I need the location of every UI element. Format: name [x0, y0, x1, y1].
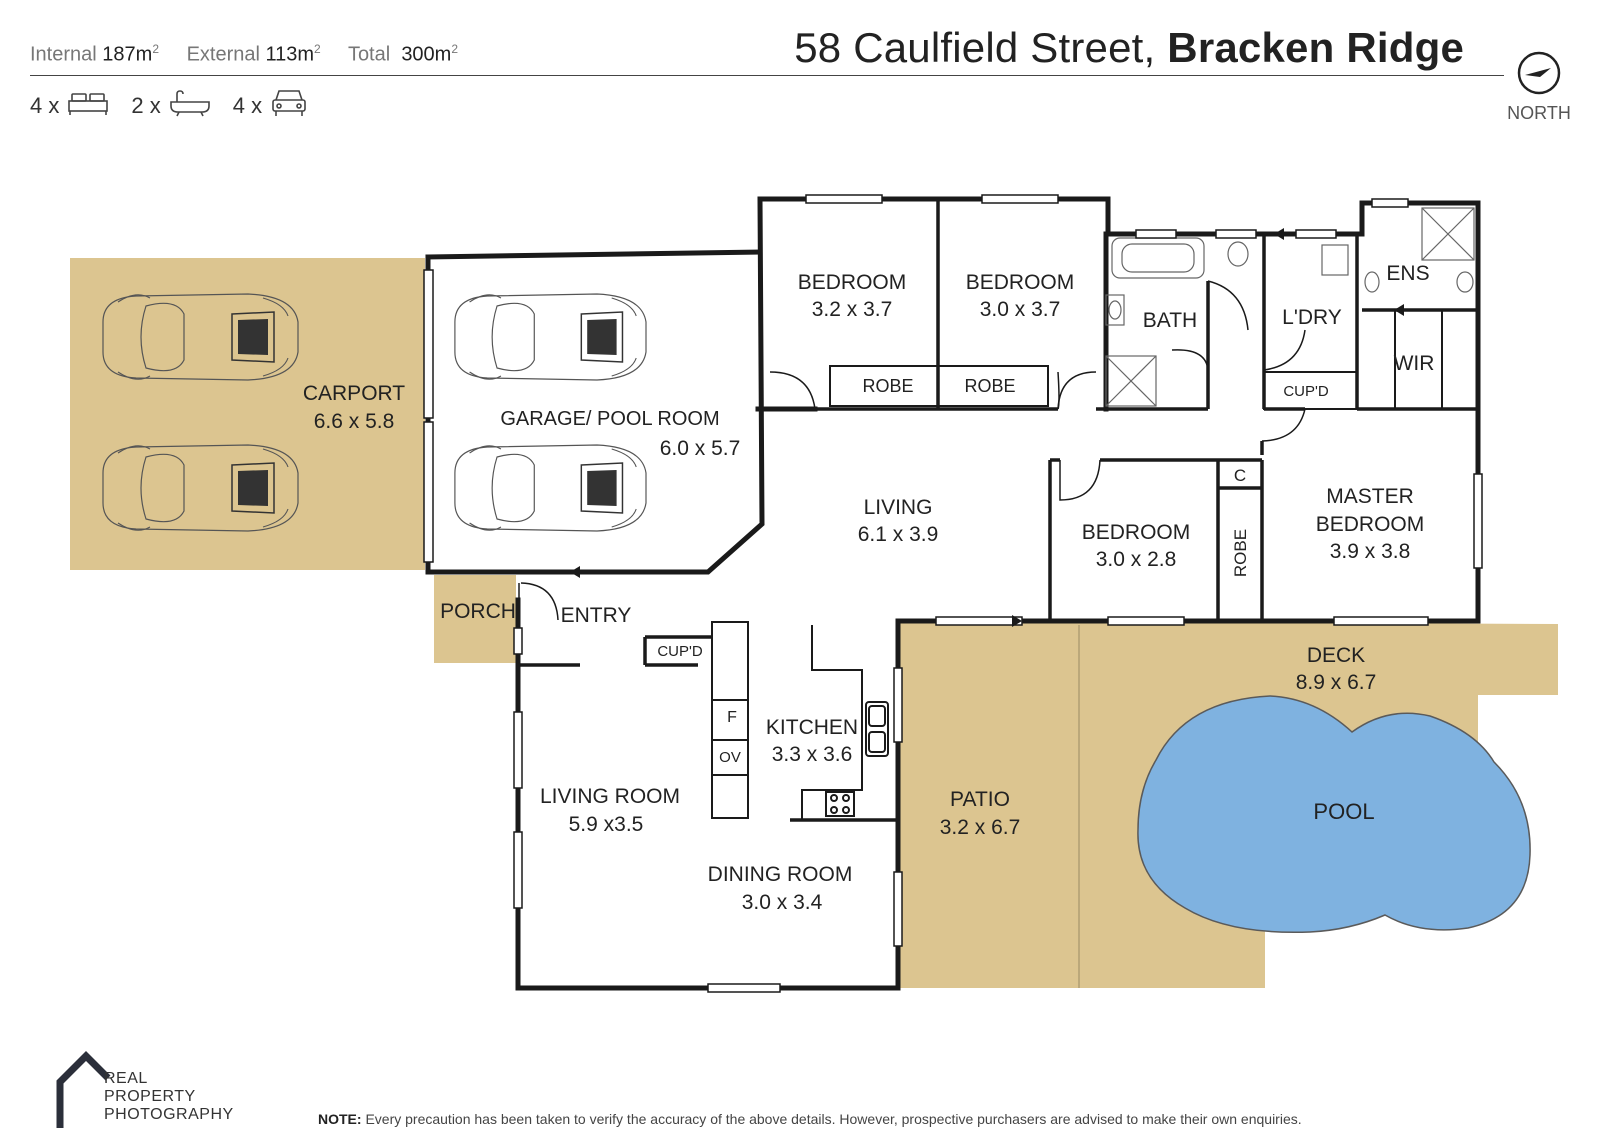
master-bedroom-label-2: BEDROOM — [1316, 513, 1425, 536]
bathtub-icon — [169, 89, 211, 123]
bedroom-3-size: 3.0 x 2.8 — [1096, 548, 1177, 571]
car-drawing — [454, 444, 647, 532]
car-count: 4 x — [232, 93, 263, 118]
bedroom-1-label: BEDROOM — [798, 271, 907, 294]
bath-label: BATH — [1143, 309, 1197, 332]
deck-label: DECK — [1307, 644, 1365, 667]
north-indicator: NORTH — [1507, 50, 1571, 124]
garage-label: GARAGE/ POOL ROOM — [500, 408, 719, 430]
ensuite-label: ENS — [1386, 262, 1429, 285]
kitchen-size: 3.3 x 3.6 — [772, 743, 853, 766]
living-room-size: 5.9 x3.5 — [569, 813, 644, 836]
address-suburb: Bracken Ridge — [1167, 24, 1464, 71]
external-area-value: 113m — [265, 43, 315, 66]
kitchen-benches — [711, 621, 889, 820]
master-bedroom-label-1: MASTER — [1326, 485, 1414, 508]
master-bedroom-size: 3.9 x 3.8 — [1330, 540, 1411, 563]
area-summary: Internal 187m2 External 113m2 Total 300m… — [30, 42, 459, 66]
robe-3-label: ROBE — [1231, 529, 1250, 577]
bedroom-1-size: 3.2 x 3.7 — [812, 298, 893, 321]
patio-size: 3.2 x 6.7 — [940, 816, 1021, 839]
linen-cupboard-label: C — [1234, 466, 1246, 485]
robe-1-label: ROBE — [862, 376, 913, 396]
robe-2-label: ROBE — [964, 376, 1015, 396]
north-label: NORTH — [1507, 103, 1571, 123]
entry-cupboard-label: CUP'D — [657, 643, 703, 660]
internal-area-label: Internal — [30, 43, 97, 66]
entry-label: ENTRY — [561, 604, 632, 627]
robes — [829, 310, 1443, 622]
bedroom-2-size: 3.0 x 3.7 — [980, 298, 1061, 321]
pool-label: POOL — [1313, 799, 1374, 824]
car-icon — [270, 88, 308, 124]
living-label: LIVING — [864, 496, 933, 519]
internal-area-value: 187m — [102, 43, 153, 66]
fridge-label: F — [727, 709, 737, 726]
living-room-label: LIVING ROOM — [540, 785, 680, 808]
house-logo-icon — [56, 1051, 111, 1128]
door-swings — [518, 280, 1306, 621]
bed-icon — [67, 89, 109, 123]
garage-door — [423, 269, 434, 563]
bathroom-count: 2 x — [131, 93, 161, 118]
laundry-label: L'DRY — [1282, 306, 1342, 329]
feature-counts: 4 x 2 x 4 x — [30, 88, 330, 124]
bedroom-3-label: BEDROOM — [1082, 521, 1191, 544]
deck-size: 8.9 x 6.7 — [1296, 671, 1377, 694]
oven-label: OV — [719, 749, 741, 766]
carport-label: CARPORT — [303, 382, 405, 405]
garage-size: 6.0 x 5.7 — [660, 437, 741, 460]
entry-arrows — [570, 228, 1420, 627]
total-area-value: 300m — [401, 43, 452, 66]
external-area-label: External — [186, 43, 260, 66]
note-text: Every precaution has been taken to verif… — [365, 1111, 1302, 1127]
note-label: NOTE: — [318, 1111, 362, 1127]
carport-area — [70, 258, 425, 570]
wir-label: WIR — [1394, 352, 1435, 375]
company-logo-text: REAL PROPERTY PHOTOGRAPHY — [104, 1070, 234, 1123]
address-street: 58 Caulfield Street, — [794, 24, 1156, 71]
total-area-label: Total — [347, 43, 391, 66]
disclaimer-note: NOTE: Every precaution has been taken to… — [318, 1111, 1302, 1127]
header-divider — [30, 75, 1504, 76]
car-drawing — [454, 293, 647, 381]
pool — [1137, 695, 1531, 934]
laundry-cupboard-label: CUP'D — [1283, 383, 1329, 400]
property-address: 58 Caulfield Street, Bracken Ridge — [794, 24, 1464, 72]
dining-room-label: DINING ROOM — [708, 863, 853, 886]
porch-label: PORCH — [440, 600, 516, 623]
dining-room-size: 3.0 x 3.4 — [742, 891, 823, 914]
living-size: 6.1 x 3.9 — [858, 523, 939, 546]
bedroom-count: 4 x — [30, 93, 60, 118]
bedroom-2-label: BEDROOM — [966, 271, 1075, 294]
kitchen-label: KITCHEN — [766, 716, 858, 739]
porch-area — [434, 575, 516, 663]
carport-size: 6.6 x 5.8 — [314, 410, 395, 433]
compass-icon — [1517, 51, 1561, 95]
patio-label: PATIO — [950, 788, 1010, 811]
